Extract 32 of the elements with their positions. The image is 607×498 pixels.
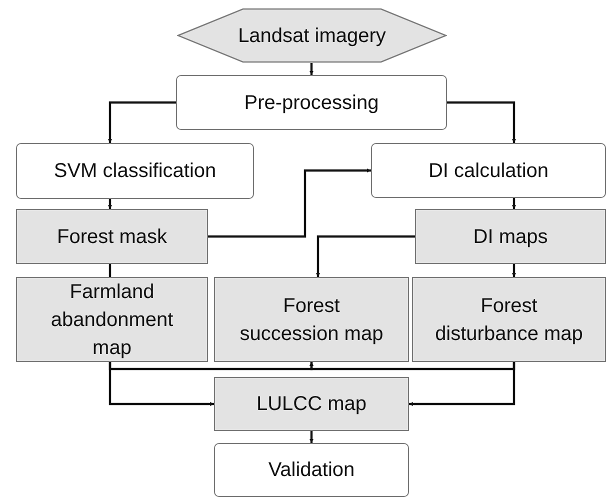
process-box <box>371 143 606 198</box>
connector-arrow <box>108 199 112 209</box>
connector-arrow <box>108 101 176 143</box>
connector-arrow <box>310 362 516 370</box>
output-box <box>415 209 606 264</box>
connector-arrow <box>108 362 314 370</box>
node-label: DI maps <box>473 224 548 250</box>
process-box <box>176 75 447 130</box>
node-label: Forest disturbance map <box>435 294 583 346</box>
connector-arrow <box>447 101 516 143</box>
node-label: Forest succession map <box>238 294 384 346</box>
output-box <box>16 209 208 264</box>
output-box <box>16 277 208 362</box>
node-label: Landsat imagery <box>238 24 386 48</box>
connector-arrow <box>316 235 415 277</box>
output-box <box>412 277 606 362</box>
connector-arrow <box>512 264 516 277</box>
process-box <box>16 143 254 199</box>
connector-arrow <box>208 168 371 238</box>
node-label: Farmland abandonment map <box>50 280 174 360</box>
node-label: DI calculation <box>428 158 549 184</box>
node-label: Forest mask <box>56 224 168 250</box>
process-box <box>214 443 409 497</box>
node-label: LULCC map <box>256 392 367 417</box>
node-label: SVM classification <box>54 159 216 184</box>
node-label: Pre-processing <box>244 90 379 116</box>
node-label: Validation <box>268 458 355 483</box>
connector-arrow <box>310 63 314 75</box>
connector-arrow <box>512 198 516 209</box>
output-box <box>214 277 409 362</box>
connector-arrow <box>310 431 314 443</box>
output-box <box>214 377 409 431</box>
